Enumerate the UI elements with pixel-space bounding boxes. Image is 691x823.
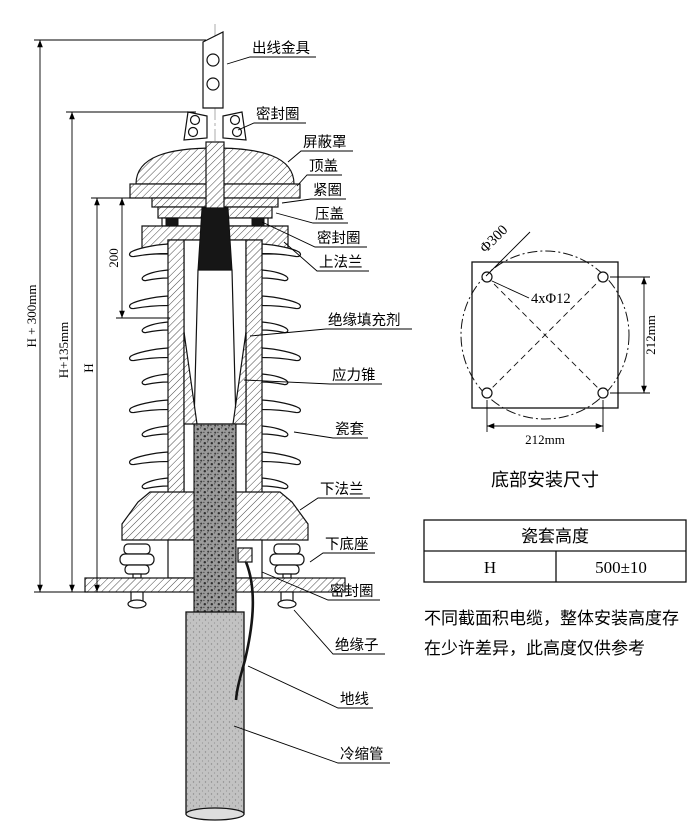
- outlet-fitting: [202, 31, 224, 109]
- callout-insulation-filler: 绝缘填充剂: [328, 312, 401, 329]
- note-line-1: 不同截面积电缆，整体安装高度存: [424, 609, 679, 628]
- spec-table: 瓷套高度 H 500±10: [423, 519, 687, 583]
- mounting-hole: [597, 387, 609, 399]
- callout-seal-ring-lower: 密封圈: [330, 583, 374, 600]
- seal-clamp-assembly: [183, 111, 247, 141]
- callout-top-cover: 顶盖: [309, 158, 338, 175]
- callout-cold-shrink-tube: 冷缩管: [340, 746, 384, 763]
- dim-overall-height: H + 300mm: [24, 285, 39, 348]
- stress-cone-left: [183, 331, 198, 425]
- table-header: 瓷套高度: [521, 527, 589, 546]
- callout-shield-cover: 屏蔽罩: [303, 134, 347, 151]
- callout-outlet-fitting: 出线金具: [252, 40, 310, 57]
- note-line-2: 在少许差异，此高度仅供参考: [424, 639, 645, 658]
- anchor-bolt-right: [277, 591, 297, 609]
- cable-insulation: [193, 269, 237, 425]
- callout-lower-base: 下底座: [325, 536, 369, 553]
- mounting-hole: [481, 387, 493, 399]
- callout-stress-cone: 应力锥: [332, 366, 376, 384]
- stress-cone-right: [232, 331, 247, 425]
- ground-clamp: [237, 547, 253, 563]
- callout-ground-wire: 地线: [340, 691, 369, 708]
- cable-connector-taper: [197, 207, 233, 271]
- callout-porcelain-sleeve: 瓷套: [335, 421, 364, 438]
- callout-seal-ring-upper: 密封圈: [317, 230, 361, 247]
- ground-wire: [234, 561, 255, 701]
- support-insulator-right: [269, 543, 305, 579]
- dim-width-label: 212mm: [525, 432, 565, 447]
- callout-insulator: 绝缘子: [335, 637, 379, 654]
- cold-shrink-tube: [185, 611, 245, 821]
- table-row-value: 500±10: [595, 558, 647, 577]
- support-insulator-left: [119, 543, 155, 579]
- dim-mid-height: H+135mm: [56, 322, 71, 378]
- callout-clamp-ring: 紧圈: [313, 182, 342, 199]
- bottom-view-title: 底部安装尺寸: [491, 470, 599, 490]
- bolt-circle: [460, 250, 630, 420]
- callout-gland-cover: 压盖: [315, 206, 344, 223]
- hole-spec-label: 4xΦ12: [531, 291, 571, 307]
- mounting-hole: [597, 271, 609, 283]
- dim-height-label: 212mm: [643, 315, 658, 355]
- callout-labels: 出线金具 密封圈 屏蔽罩 顶盖 紧圈 压盖 密封圈 上法兰 绝缘填充剂 应力锥 …: [226, 40, 412, 764]
- dim-porcelain-height: H: [81, 363, 96, 372]
- callout-lower-flange: 下法兰: [320, 481, 364, 498]
- table-row-label: H: [484, 558, 496, 577]
- cable-body: [193, 423, 237, 613]
- callout-upper-flange: 上法兰: [319, 254, 363, 271]
- anchor-bolt-left: [127, 591, 147, 609]
- dimension-lines: H + 300mm H+135mm H 200: [24, 39, 206, 593]
- dim-top-section: 200: [106, 248, 121, 268]
- mounting-plate-outline: [471, 261, 619, 409]
- mounting-hole: [481, 271, 493, 283]
- conductor-stem: [205, 141, 225, 209]
- callout-seal-ring-top: 密封圈: [256, 106, 300, 123]
- reference-note: 不同截面积电缆，整体安装高度存 在少许差异，此高度仅供参考: [424, 609, 679, 658]
